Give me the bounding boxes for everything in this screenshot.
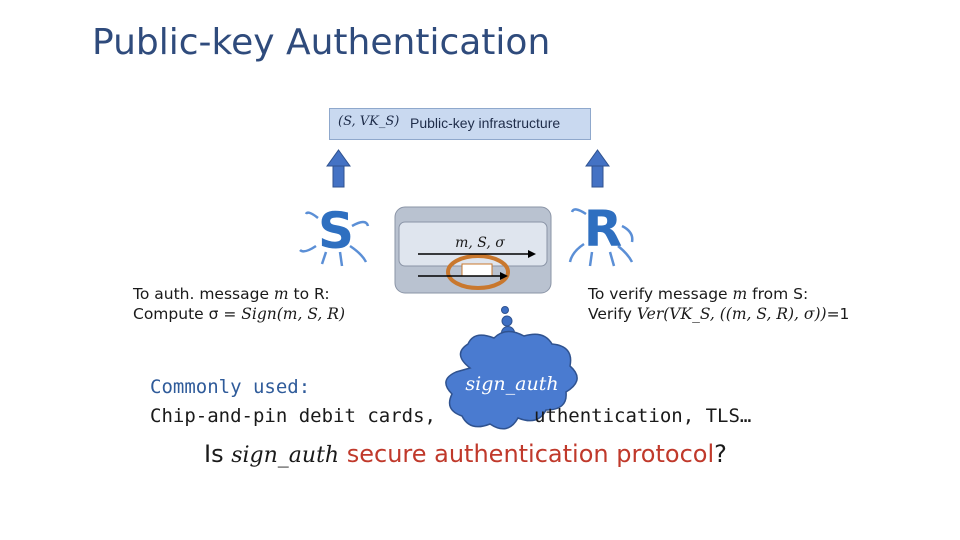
channel-message: m, S, σ	[455, 235, 505, 251]
receiver-instruction-line1: To verify message m from S:	[588, 285, 809, 303]
receiver-character: R	[568, 200, 634, 267]
slide-title: Public-key Authentication	[92, 22, 551, 63]
sender-instruction-line2: Compute σ = Sign(m, S, R)	[133, 305, 345, 323]
sender-up-arrow	[326, 149, 351, 188]
common-uses: Commonly used: Chip-and-pin debit cards,…	[150, 373, 751, 431]
receiver-up-arrow	[585, 149, 610, 188]
receiver-letter: R	[584, 200, 623, 258]
thought-cloud: sign_auth	[445, 306, 578, 430]
channel-device: m, S, σ	[394, 206, 552, 294]
common-uses-heading: Commonly used:	[150, 376, 311, 398]
sender-instruction-line1: To auth. message m to R:	[133, 285, 330, 303]
sender-character: S	[299, 202, 370, 267]
cloud-label: sign_auth	[465, 373, 558, 395]
pki-label: Public-key infrastructure	[410, 115, 561, 131]
receiver-instruction-line2: Verify Ver(VK_S, ((m, S, R), σ))=1	[588, 305, 850, 323]
sender-letter: S	[318, 202, 354, 260]
security-question: Is sign_auth secure authentication proto…	[204, 440, 727, 468]
pki-key-pair: (S, VK_S)	[338, 114, 400, 129]
common-uses-list: Chip-and-pin debit cards,uthentication, …	[150, 405, 752, 427]
pki-box	[329, 108, 591, 140]
